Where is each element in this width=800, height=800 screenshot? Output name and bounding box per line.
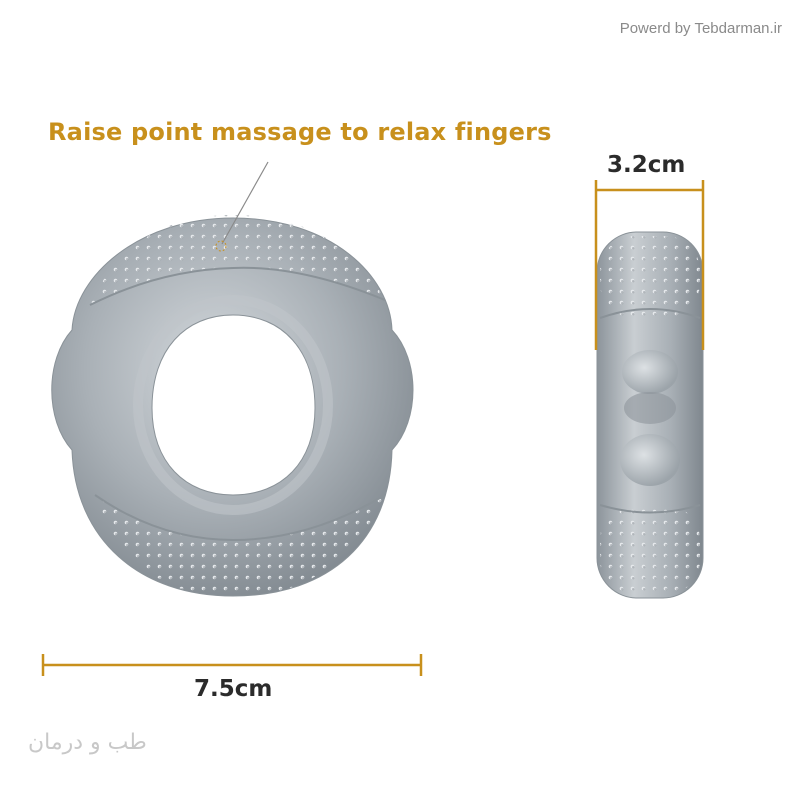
thickness-label: 3.2cm [607,152,686,178]
width-dimension-line [41,654,423,676]
feature-annotation: Raise point massage to relax fingers [48,118,552,146]
side-massage-dots-top [600,236,700,318]
annotation-pointer-target [215,240,227,252]
site-logo: طب و درمان [28,730,147,755]
ring-side-view [596,231,704,599]
thickness-dimension-line [594,180,705,350]
side-massage-dots-bottom [600,505,700,595]
annotation-pointer-line [221,161,269,245]
watermark-text: Powerd by Tebdarman.ir [619,20,782,37]
width-label: 7.5cm [194,676,273,702]
ring-front-view [51,215,414,598]
